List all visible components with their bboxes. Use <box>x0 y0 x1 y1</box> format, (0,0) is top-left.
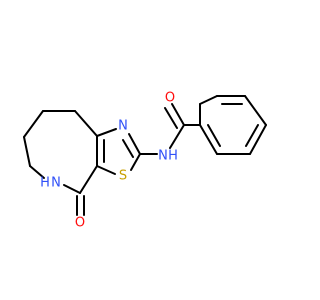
thiazole-sulfur-label: S <box>119 169 127 184</box>
atom-label-layer: O N H N S H N O <box>40 91 178 231</box>
benzene-inner-bond <box>207 124 221 147</box>
benzene-bond <box>199 95 218 105</box>
atom-thiazole-nitrogen: N <box>118 119 128 134</box>
amide-cn-bond <box>169 124 185 149</box>
azepine-bond <box>63 184 81 194</box>
atom-lactam-nitrogen: H N <box>40 176 61 191</box>
atom-lactam-oxygen: O <box>75 216 85 231</box>
thiazole-double-bond <box>128 133 141 155</box>
benzene-bond <box>249 124 267 155</box>
bond-layer <box>23 95 267 216</box>
thiazole-bond <box>96 128 117 137</box>
benzene-bond <box>244 95 267 126</box>
thiazole-nitrogen-label: N <box>118 119 128 134</box>
amide-oxygen-label: O <box>165 91 175 106</box>
amide-carbonyl-double-bond <box>171 103 185 126</box>
benzene-bond <box>199 124 218 155</box>
azepine-bond <box>23 110 44 138</box>
thiazole-double-bond <box>122 139 134 158</box>
atom-thiazole-sulfur: S <box>119 169 127 184</box>
amide-hydrogen-label: H <box>168 149 178 164</box>
molecule-structure-diagram: O N H N S H N O <box>23 91 267 231</box>
benzene-inner-bond <box>245 124 259 147</box>
atom-amide-nitrogen: N H <box>158 149 178 164</box>
thiazole-bond <box>130 153 141 171</box>
amide-carbonyl-double-bond <box>164 107 178 129</box>
azepine-bond <box>29 165 45 179</box>
azepine-bond <box>74 110 98 137</box>
azepine-bond <box>79 165 98 194</box>
lactam-oxygen-label: O <box>75 216 85 231</box>
amide-nitrogen-label: N <box>158 149 168 164</box>
lactam-hydrogen-label: H <box>40 176 50 191</box>
azepine-bond <box>23 136 31 167</box>
atom-amide-oxygen: O <box>165 91 175 106</box>
thiazole-bond <box>96 165 116 175</box>
lactam-nitrogen-label: N <box>51 176 61 191</box>
